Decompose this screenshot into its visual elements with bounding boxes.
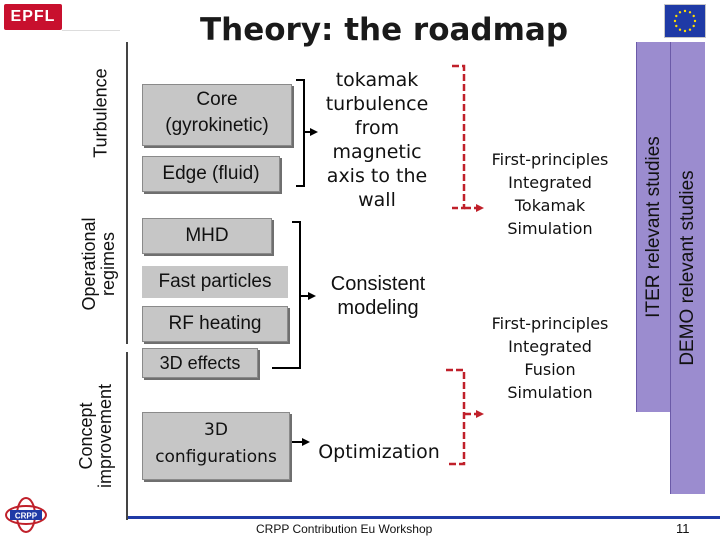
core-box: Core (gyrokinetic) [142, 84, 292, 146]
configurations-3d-box: 3D configurations [142, 412, 290, 480]
bracket-operational [272, 221, 301, 369]
configurations-3d-label: 3D configurations [155, 420, 277, 467]
arrowhead-turbulence-icon [310, 128, 318, 136]
arrowhead-top-icon [476, 204, 484, 212]
demo-bar: DEMO relevant studies [670, 42, 705, 494]
consistent-text: Consistent modeling [330, 273, 426, 319]
concept-label-box: Concept improvement [66, 352, 128, 520]
operational-label-box: Operational regimes [72, 184, 128, 344]
page-number: 11 [676, 521, 690, 536]
edge-label: Edge (fluid) [162, 163, 260, 184]
crpp-logo-icon: CRPP [4, 496, 48, 534]
rf-heating-label: RF heating [168, 313, 262, 334]
optimization-text: Optimization [318, 441, 440, 463]
tokamak-text: tokamak turbulence from magnetic axis to… [325, 69, 429, 211]
logo-bar [62, 4, 120, 31]
arrowhead-operational-icon [308, 292, 316, 300]
core-label: Core (gyrokinetic) [165, 89, 269, 136]
crpp-logo-text: CRPP [15, 512, 38, 521]
bracket-turbulence [296, 79, 305, 187]
epfl-logo: EPFL [4, 4, 62, 30]
bracket-red-top [452, 64, 466, 210]
first-tokamak-text: First-principles Integrated Tokamak Simu… [491, 150, 609, 238]
first-fusion-text: First-principles Integrated Fusion Simul… [491, 314, 609, 402]
fast-particles-label: Fast particles [158, 271, 272, 292]
footer-text: CRPP Contribution Eu Workshop [256, 522, 433, 536]
effects-3d-box: 3D effects [142, 348, 258, 378]
page-title: Theory: the roadmap [200, 12, 569, 48]
effects-3d-label: 3D effects [159, 353, 241, 373]
mhd-label: MHD [185, 225, 229, 246]
edge-box: Edge (fluid) [142, 156, 280, 192]
iter-bar: ITER relevant studies [636, 42, 671, 412]
footer-line [128, 516, 720, 519]
arrowhead-concept-icon [302, 438, 310, 446]
demo-label: DEMO relevant studies [677, 170, 698, 366]
fast-particles-box: Fast particles [142, 266, 288, 298]
rf-heating-box: RF heating [142, 306, 288, 342]
mhd-box: MHD [142, 218, 272, 254]
turbulence-label-box: Turbulence [76, 42, 128, 184]
arrowhead-bottom-icon [476, 410, 484, 418]
bracket-red-bottom [446, 368, 466, 466]
eu-flag-icon [664, 4, 706, 38]
iter-label: ITER relevant studies [643, 136, 664, 318]
